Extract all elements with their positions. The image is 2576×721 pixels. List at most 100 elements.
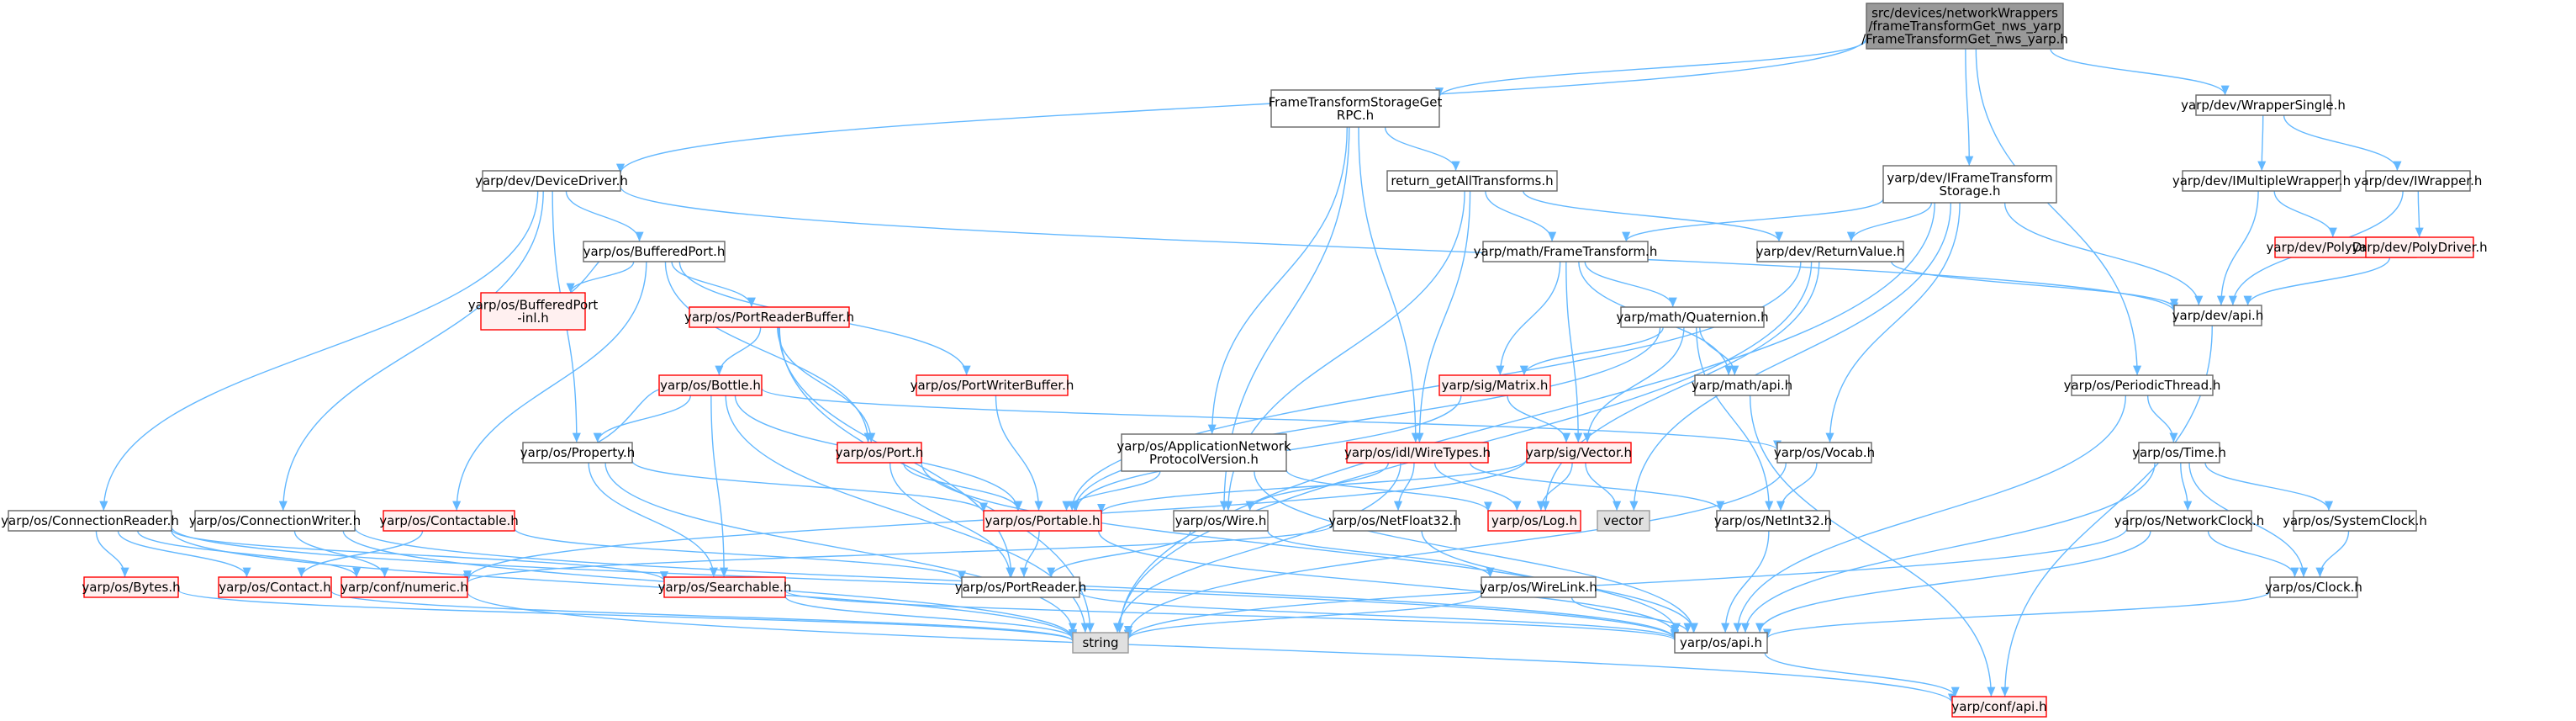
node-label: yarp/dev/PolyDriver.h <box>2352 240 2487 255</box>
node-label: yarp/os/ConnectionWriter.h <box>189 513 361 528</box>
node-box <box>1620 306 1765 328</box>
node-label: yarp/math/api.h <box>1692 378 1792 393</box>
edge-vocab-to-string <box>1124 462 1787 636</box>
node-netfloat[interactable]: yarp/os/NetFloat32.h <box>1328 510 1461 532</box>
node-port: yarp/os/Port.h <box>836 442 923 464</box>
node-cw[interactable]: yarp/os/ConnectionWriter.h <box>189 510 361 532</box>
node-rgat[interactable]: return_getAllTransforms.h <box>1386 170 1558 192</box>
node-box <box>1526 442 1632 464</box>
node-anpv[interactable]: yarp/os/ApplicationNetworkProtocolVersio… <box>1116 433 1291 472</box>
edge-bp-to-port <box>664 261 873 443</box>
node-root[interactable]: src/devices/networkWrappers/frameTransfo… <box>1861 3 2068 50</box>
node-iw[interactable]: yarp/dev/IWrapper.h <box>2354 170 2483 192</box>
edge-nclock-to-osapi <box>1755 530 2151 634</box>
node-numeric: yarp/conf/numeric.h <box>340 576 468 598</box>
node-pt[interactable]: yarp/os/PeriodicThread.h <box>2064 374 2221 396</box>
edge-port-to-portable <box>903 462 1023 512</box>
node-label: Storage.h <box>1940 183 2001 199</box>
edge-imw-to-devapi <box>2216 190 2259 306</box>
node-box <box>1756 241 1904 262</box>
node-osapi[interactable]: yarp/os/api.h <box>1674 632 1768 654</box>
node-box <box>8 510 172 532</box>
node-vocab[interactable]: yarp/os/Vocab.h <box>1774 442 1875 464</box>
node-box <box>2293 510 2417 532</box>
node-nclock[interactable]: yarp/os/NetworkClock.h <box>2114 510 2265 532</box>
node-imw[interactable]: yarp/dev/IMultipleWrapper.h <box>2172 170 2351 192</box>
edge-pt-to-osapi <box>1733 395 2127 634</box>
node-box <box>1346 442 1489 464</box>
node-clock[interactable]: yarp/os/Clock.h <box>2265 576 2362 598</box>
node-contactable: yarp/os/Contactable.h <box>379 510 519 532</box>
edge-rgat-to-rv <box>1523 190 1784 242</box>
node-box <box>1481 576 1597 598</box>
node-mapi[interactable]: yarp/math/api.h <box>1692 374 1792 396</box>
node-wirelink[interactable]: yarp/os/WireLink.h <box>1480 576 1597 598</box>
node-box <box>1866 3 2064 50</box>
node-wsingle[interactable]: yarp/dev/WrapperSingle.h <box>2181 94 2346 116</box>
node-bp[interactable]: yarp/os/BufferedPort.h <box>583 241 726 262</box>
edge-dd-to-cr <box>99 190 539 512</box>
node-label: return_getAllTransforms.h <box>1391 173 1553 189</box>
node-label: yarp/os/PortReader.h <box>955 580 1087 595</box>
node-mq[interactable]: yarp/math/Quaternion.h <box>1616 306 1769 328</box>
edge-property-to-bottle <box>597 387 691 443</box>
node-bytes: yarp/os/Bytes.h <box>82 576 181 598</box>
node-cr[interactable]: yarp/os/ConnectionReader.h <box>1 510 179 532</box>
node-netint[interactable]: yarp/os/NetInt32.h <box>1714 510 1832 532</box>
node-rv[interactable]: yarp/dev/ReturnValue.h <box>1756 241 1905 262</box>
node-matrix: yarp/sig/Matrix.h <box>1438 374 1551 396</box>
node-label: yarp/os/Searchable.h <box>658 580 792 595</box>
edge-fts-to-rgat <box>1384 126 1460 172</box>
edge-cw-to-numeric <box>293 530 389 578</box>
edge-idlwt-to-wire <box>1245 462 1390 512</box>
node-pr[interactable]: yarp/os/PortReader.h <box>955 576 1087 598</box>
node-label: yarp/os/NetInt32.h <box>1714 513 1832 528</box>
node-pwb: yarp/os/PortWriterBuffer.h <box>911 374 1074 396</box>
edge-clock-to-osapi <box>1763 591 2271 639</box>
edge-osapi-to-confapi <box>1764 652 1960 697</box>
node-label: string <box>1082 635 1118 650</box>
node-dd[interactable]: yarp/dev/DeviceDriver.h <box>475 170 628 192</box>
node-mft[interactable]: yarp/math/FrameTransform.h <box>1474 241 1658 262</box>
node-label: yarp/dev/IMultipleWrapper.h <box>2172 173 2351 188</box>
node-box <box>2138 442 2220 464</box>
node-label: yarp/math/Quaternion.h <box>1616 310 1768 325</box>
node-devapi[interactable]: yarp/dev/api.h <box>2172 305 2264 326</box>
node-box <box>522 442 633 464</box>
edge-mq-to-matrix <box>1519 326 1664 376</box>
node-time[interactable]: yarp/os/Time.h <box>2132 442 2226 464</box>
node-sclock[interactable]: yarp/os/SystemClock.h <box>2283 510 2427 532</box>
node-pd: yarp/dev/PolyDriver.h <box>2352 236 2488 258</box>
node-label: yarp/os/BufferedPort.h <box>583 244 726 259</box>
edge-contactable-to-contact <box>297 530 424 578</box>
node-log: yarp/os/Log.h <box>1487 510 1581 532</box>
edge-ifts-to-devapi <box>2003 202 2204 306</box>
edge-property-to-string <box>604 462 1077 634</box>
edge-portable-to-osapi <box>1098 530 1679 635</box>
node-property[interactable]: yarp/os/Property.h <box>520 442 635 464</box>
edge-netint-to-osapi <box>1721 530 1770 634</box>
node-box <box>480 292 586 331</box>
node-wire[interactable]: yarp/os/Wire.h <box>1173 510 1269 532</box>
edge-cr-to-contact <box>117 530 251 578</box>
edge-idlwt-to-netint <box>1469 462 1725 512</box>
edge-mq-to-netint <box>1696 326 1774 512</box>
edge-anpv-to-osapi <box>1254 470 1698 634</box>
node-searchable: yarp/os/Searchable.h <box>658 576 792 598</box>
edge-ifts-to-vectorstd <box>1629 202 1952 512</box>
node-label: -inl.h <box>517 310 549 326</box>
node-prb: yarp/os/PortReaderBuffer.h <box>684 306 854 328</box>
edge-mq-to-mapi <box>1699 326 1739 376</box>
node-box <box>1173 510 1269 532</box>
edge-property-to-searchable <box>588 462 718 578</box>
node-box <box>340 576 468 598</box>
node-box <box>1487 510 1581 532</box>
node-box <box>2126 510 2252 532</box>
edge-cr-to-bytes <box>95 530 129 578</box>
node-box <box>218 576 332 598</box>
edge-vector-to-log <box>1536 462 1573 512</box>
edge-wire-to-pr <box>1047 530 1191 578</box>
node-box <box>2269 576 2358 598</box>
